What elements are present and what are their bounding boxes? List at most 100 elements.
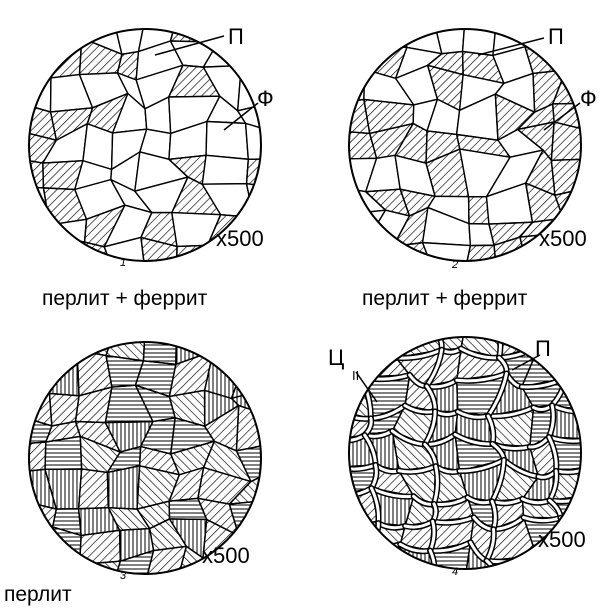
cementite-boundary — [562, 375, 581, 388]
grain — [29, 441, 47, 473]
cementite-boundary — [423, 409, 437, 446]
grain — [230, 350, 261, 400]
cementite-boundary — [397, 464, 438, 474]
cementite-boundary — [557, 348, 569, 382]
grain — [169, 29, 219, 43]
field-circle-4 — [348, 336, 582, 570]
cementite-boundary — [368, 540, 375, 569]
panel-number-2: 2 — [451, 259, 458, 271]
grain — [144, 545, 188, 574]
grain — [207, 342, 250, 353]
leader-p-2 — [477, 37, 545, 56]
leader-f-1 — [223, 102, 259, 131]
cementite-boundary — [432, 464, 439, 506]
cementite-boundary — [349, 539, 374, 555]
grain — [44, 435, 83, 470]
panel-1: П Ф x500 1 перлит + феррит — [28, 24, 274, 310]
grain — [367, 337, 403, 359]
cementite-boundary — [457, 458, 506, 473]
caption-1: перлит + феррит — [42, 287, 208, 310]
grain — [140, 236, 178, 261]
grain — [349, 43, 369, 76]
grain — [29, 41, 52, 79]
grain — [245, 182, 261, 219]
cementite-boundary — [358, 343, 372, 381]
grain — [461, 29, 498, 57]
grain — [421, 241, 472, 261]
grain — [349, 541, 372, 569]
cementite-boundary — [365, 343, 400, 361]
cementite-boundary — [557, 348, 581, 360]
grain — [29, 214, 61, 244]
panel-3: x500 3 перлит — [4, 341, 262, 606]
cementite-boundary — [557, 514, 581, 527]
cementite-boundary — [453, 432, 495, 446]
grain — [550, 121, 581, 161]
cementite-boundary — [366, 337, 374, 348]
grain — [142, 342, 178, 366]
grain — [106, 465, 141, 510]
cementite-boundary — [459, 347, 501, 360]
grain — [171, 211, 222, 248]
grain — [29, 236, 61, 261]
cementite-boundary — [365, 337, 375, 350]
grain — [47, 342, 83, 364]
field-circle-3 — [28, 341, 262, 575]
grain — [175, 244, 209, 261]
grain — [558, 337, 581, 356]
grain — [238, 342, 261, 361]
magnification-2: x500 — [539, 226, 587, 251]
leader-p-1 — [154, 35, 225, 56]
grain — [46, 37, 83, 79]
leader-c-4 — [355, 371, 378, 403]
label-p-1: П — [228, 24, 244, 49]
cementite-boundary — [558, 337, 564, 353]
grain — [29, 29, 52, 48]
grain — [29, 359, 51, 395]
cementite-boundary — [556, 337, 566, 355]
cementite-boundary — [366, 344, 398, 360]
leader-f-2 — [543, 102, 581, 131]
magnification-4: x500 — [538, 527, 586, 552]
cementite-boundary — [425, 348, 444, 388]
cementite-boundary — [359, 344, 370, 379]
grain — [29, 342, 52, 364]
grain — [49, 555, 83, 574]
grain — [103, 236, 146, 261]
cementite-boundary — [486, 372, 508, 418]
label-c-subscript-4: II — [352, 368, 359, 383]
grain — [349, 209, 387, 253]
cementite-boundary — [455, 372, 508, 383]
grain — [46, 29, 83, 44]
grain — [201, 154, 249, 185]
grain — [78, 529, 121, 566]
field-circle-2 — [348, 28, 582, 262]
grain — [112, 549, 155, 574]
grain — [467, 195, 490, 225]
grain — [464, 244, 498, 261]
cementite-boundary — [431, 515, 476, 525]
grain — [235, 404, 261, 452]
cementite-boundary — [563, 376, 581, 386]
label-f-1: Ф — [257, 86, 274, 111]
grain — [77, 468, 109, 510]
cementite-boundary — [349, 463, 378, 471]
panel-4: Ц II П x500 4 — [328, 336, 586, 578]
cementite-boundary — [349, 540, 372, 553]
cementite-boundary — [490, 458, 506, 503]
cementite-boundary — [522, 515, 563, 523]
grain — [238, 29, 261, 48]
grain — [29, 555, 62, 574]
panel-number-3: 3 — [120, 570, 127, 582]
grain — [550, 158, 581, 196]
leader-p-4 — [511, 354, 541, 371]
cementite-boundary — [486, 405, 536, 418]
grain — [349, 242, 372, 261]
cementite-boundary — [485, 559, 499, 569]
grain — [552, 46, 581, 76]
label-p-2: П — [548, 24, 564, 49]
label-f-2: Ф — [580, 86, 597, 111]
grain — [349, 68, 366, 104]
grain — [367, 29, 408, 49]
